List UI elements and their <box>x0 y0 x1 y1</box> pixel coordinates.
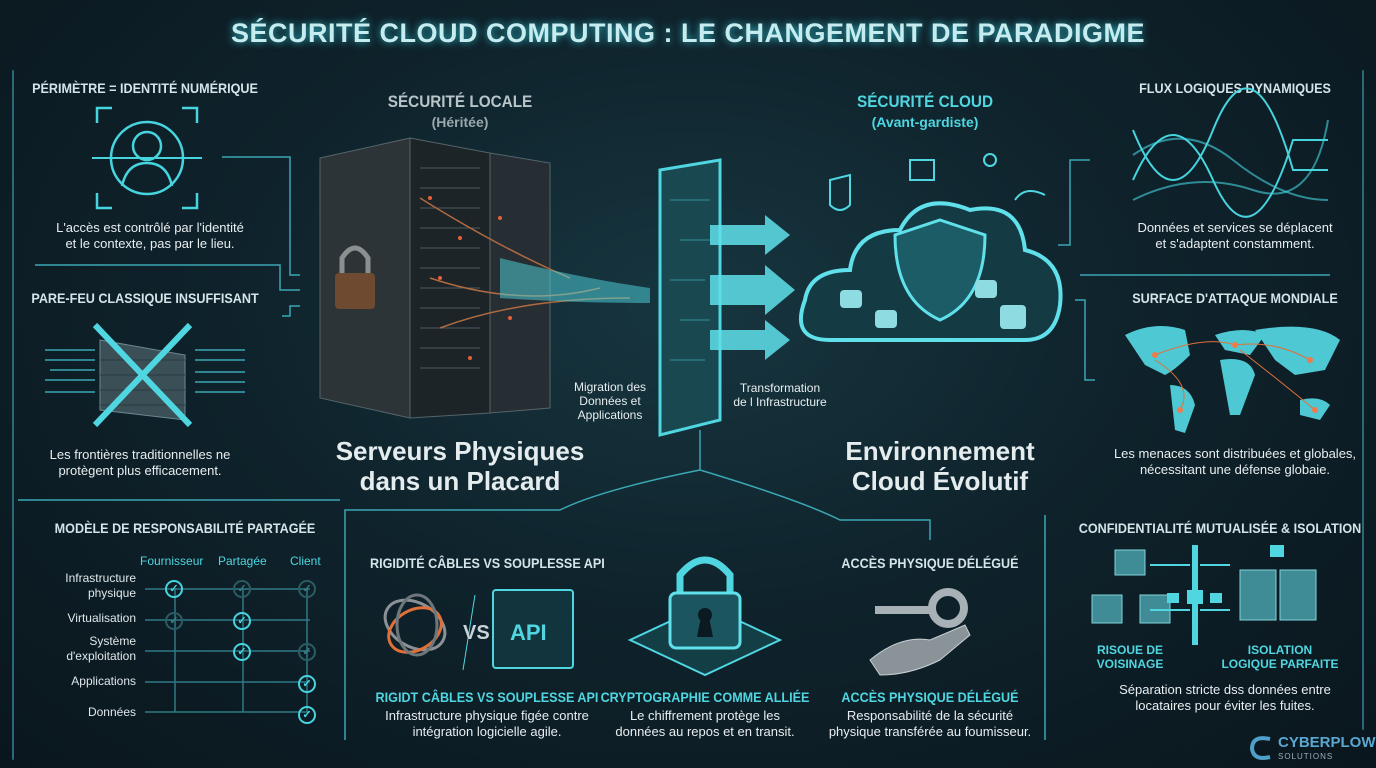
check-icon: ✓ <box>165 612 183 630</box>
transform-label-2: de l Infrastructure <box>733 395 827 409</box>
check-icon: ✓ <box>298 643 316 661</box>
isolation-label-1: ISOLATION <box>1247 643 1313 657</box>
col-provider: Fournisseur <box>140 554 204 568</box>
check-icon: ✓ <box>298 675 316 693</box>
cables-vs-api-icon <box>383 589 574 671</box>
check-icon: ✓ <box>233 580 251 598</box>
neighbor-risk-label-1: RISOUE DE <box>1096 643 1163 657</box>
flux-text-1: Données et services se déplacent <box>1137 220 1333 235</box>
row-label: Données <box>20 705 136 720</box>
cloud-title: SÉCURITÉ CLOUD <box>856 92 994 111</box>
row-label-line: Applications <box>71 674 136 688</box>
migration-arrows <box>710 215 795 360</box>
vs-label: VS <box>463 622 490 644</box>
row-label-line: d'exploitation <box>66 649 136 663</box>
row-label-line: physique <box>87 586 136 600</box>
dynamic-flows-icon <box>1132 87 1329 218</box>
surface-text-2: nécessitant une défense globaie. <box>1139 462 1331 477</box>
neighbor-risk-label-2: VOISINAGE <box>1096 657 1164 671</box>
physical-access-subheading: ACCÈS PHYSIQUE DÉLÉGUÉ <box>841 689 1019 705</box>
local-caption-2: dans un Placard <box>359 466 561 496</box>
surface-text-1: Les menaces sont distribuées et globales… <box>1113 446 1357 461</box>
cloud-caption-1: Environnement <box>845 436 1035 466</box>
col-shared: Partagée <box>218 554 267 568</box>
row-label-line: Système <box>89 634 136 648</box>
local-subtitle: (Héritée) <box>431 114 489 130</box>
row-label-line: Virtualisation <box>67 611 136 625</box>
cables-api-text-1: Infrastructure physique figée contre <box>385 708 589 723</box>
check-icon: ✓ <box>165 580 183 598</box>
migration-label-3: Applications <box>577 408 643 422</box>
left-frame <box>12 70 14 760</box>
shared-heading: MODÈLE DE RESPONSABILITÉ PARTAGÉE <box>54 520 316 536</box>
physical-access-text-2: physique transférée au foumisseur. <box>828 724 1032 739</box>
flux-heading: FLUX LOGIQUES DYNAMIQUES <box>1139 80 1331 96</box>
crypto-text-1: Le chiffrement protège les <box>629 708 781 723</box>
cyberplow-logo-icon <box>1249 736 1271 760</box>
isolation-heading: CONFIDENTIALITÉ MUTUALISÉE & ISOLATION <box>1078 520 1362 536</box>
physical-access-heading: ACCÈS PHYSIQUE DÉLÉGUÉ <box>841 555 1019 571</box>
check-icon: ✓ <box>233 612 251 630</box>
firewall-text-1: Les frontières traditionnelles ne <box>49 447 231 462</box>
isolation-text-1: Séparation stricte dss données entre <box>1119 682 1331 697</box>
server-rack-illustration <box>319 137 650 419</box>
cloud-caption-2: Cloud Évolutif <box>851 466 1029 496</box>
row-label: Virtualisation <box>20 611 136 626</box>
crossed-firewall-icon <box>45 322 245 428</box>
perimeter-heading: PÉRIMÈTRE = IDENTITÉ NUMÉRIQUE <box>32 80 258 96</box>
robot-hand-key-icon <box>869 588 971 676</box>
check-icon: ✓ <box>298 706 316 724</box>
migration-label-2: Données et <box>579 394 641 408</box>
world-map-icon <box>1125 326 1340 433</box>
logo-name: CYBERPLOW <box>1278 734 1376 751</box>
cloud-shield-illustration <box>799 153 1063 342</box>
row-label: Applications <box>20 674 136 689</box>
isolation-text-2: locataires pour éviter les fuites. <box>1135 698 1315 713</box>
encryption-lock-icon <box>627 556 783 677</box>
tenant-isolation-icon <box>1091 545 1317 645</box>
check-icon: ✓ <box>233 643 251 661</box>
check-icon: ✓ <box>298 580 316 598</box>
user-scan-icon <box>92 106 202 210</box>
local-title: SÉCURITÉ LOCALE <box>387 92 533 111</box>
crypto-text-2: données au repos et en transit. <box>615 724 795 739</box>
perimeter-text-2: et le contexte, pas par le lieu. <box>65 236 235 251</box>
isolation-label-2: LOGIQUE PARFAITE <box>1221 657 1339 671</box>
firewall-text-2: protègent plus efficacement. <box>58 463 222 478</box>
physical-access-text-1: Responsabilité de la sécurité <box>846 708 1014 723</box>
crypto-subheading: CRYPTOGRAPHIE COMME ALLIÉE <box>600 689 810 705</box>
page-title: SÉCURITÉ CLOUD COMPUTING : LE CHANGEMENT… <box>230 18 1145 48</box>
perimeter-text-1: L'accès est contrôlé par l'identité <box>56 220 244 235</box>
cloud-subtitle: (Avant-gardiste) <box>871 114 979 130</box>
cables-api-subheading: RIGIDT CÂBLES VS SOUPLESSE API <box>375 689 599 705</box>
surface-heading: SURFACE D'ATTAQUE MONDIALE <box>1132 290 1338 306</box>
firewall-heading: PARE-FEU CLASSIQUE INSUFFISANT <box>31 290 259 306</box>
transform-label-1: Transformation <box>739 381 821 395</box>
row-label-line: Infrastructure <box>65 571 136 585</box>
col-client: Client <box>290 554 321 568</box>
cables-api-text-2: intégration logicielle agile. <box>412 724 562 739</box>
local-caption-1: Serveurs Physiques <box>335 436 585 466</box>
cables-api-heading: RIGIDITÉ CÂBLES VS SOUPLESSE API <box>370 555 605 571</box>
migration-label-1: Migration des <box>573 380 647 394</box>
logo-sub: SOLUTIONS <box>1278 752 1334 761</box>
api-label: API <box>510 620 547 645</box>
transformation-portal <box>658 158 722 437</box>
right-frame <box>1362 70 1364 730</box>
flux-text-2: et s'adaptent constamment. <box>1155 236 1315 251</box>
row-label-line: Données <box>87 705 136 719</box>
